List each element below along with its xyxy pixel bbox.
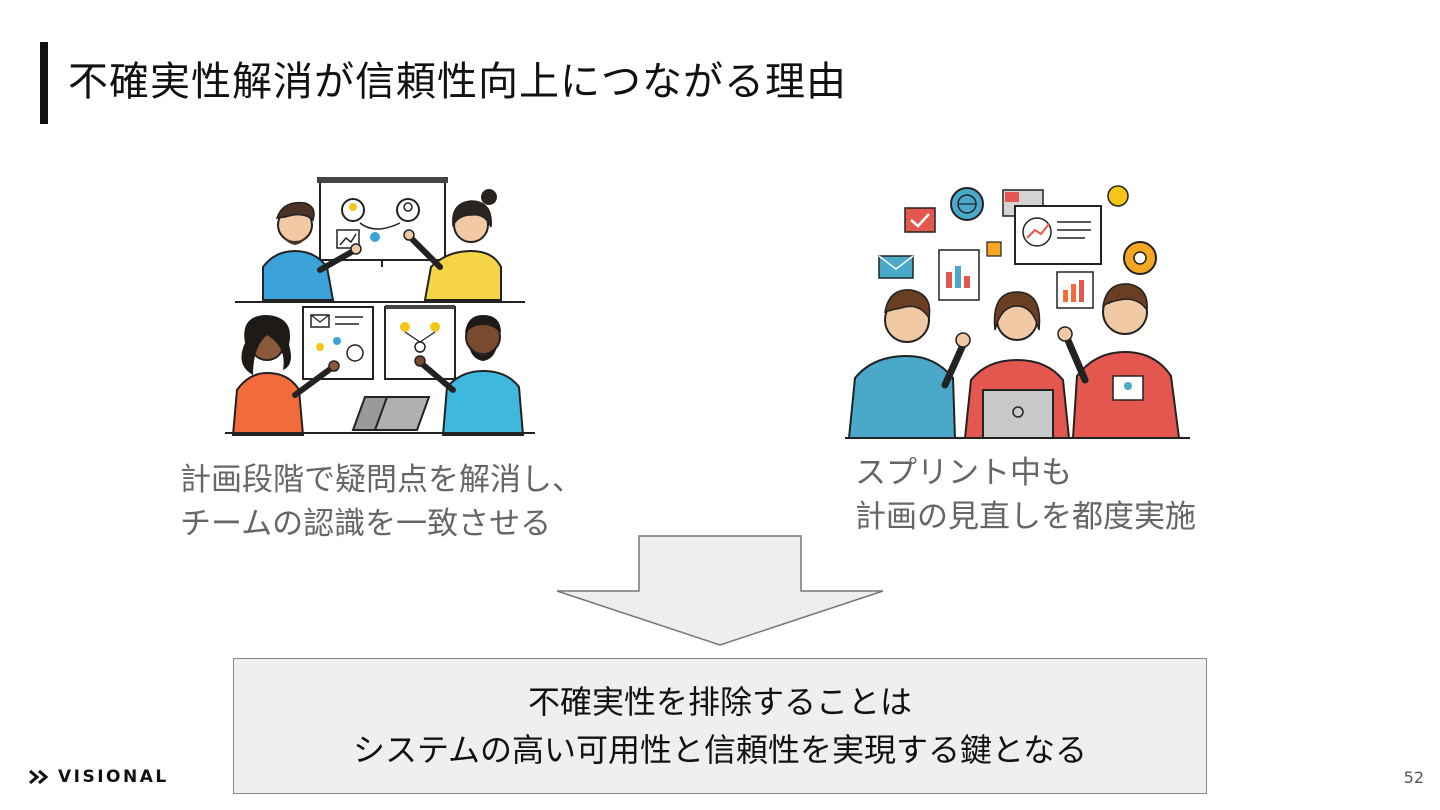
- right-caption: スプリント中も 計画の見直しを都度実施: [855, 451, 1196, 539]
- down-arrow-icon: [556, 535, 884, 646]
- page-number: 52: [1403, 768, 1424, 787]
- left-caption: 計画段階で疑問点を解消し、 チームの認識を一致させる: [180, 458, 583, 546]
- logo-text: VISIONAL: [58, 767, 169, 787]
- conclusion-line-1: 不確実性を排除することは: [527, 683, 912, 721]
- left-caption-line-1: 計画段階で疑問点を解消し、: [180, 462, 583, 498]
- title-accent-bar: [40, 42, 48, 124]
- slide-title: 不確実性解消が信頼性向上につながる理由: [68, 59, 847, 105]
- team-planning-illustration: [225, 177, 535, 436]
- left-caption-line-2: チームの認識を一致させる: [180, 506, 552, 542]
- visional-logo: VISIONAL: [28, 766, 169, 788]
- conclusion-box: 不確実性を排除することは システムの高い可用性と信頼性を実現する鍵となる: [233, 658, 1207, 794]
- conclusion-line-2: システムの高い可用性と信頼性を実現する鍵となる: [352, 731, 1088, 769]
- right-caption-line-2: 計画の見直しを都度実施: [855, 499, 1196, 535]
- sprint-review-illustration: [845, 185, 1190, 439]
- right-caption-line-1: スプリント中も: [855, 455, 1072, 491]
- double-chevron-icon: [29, 769, 49, 785]
